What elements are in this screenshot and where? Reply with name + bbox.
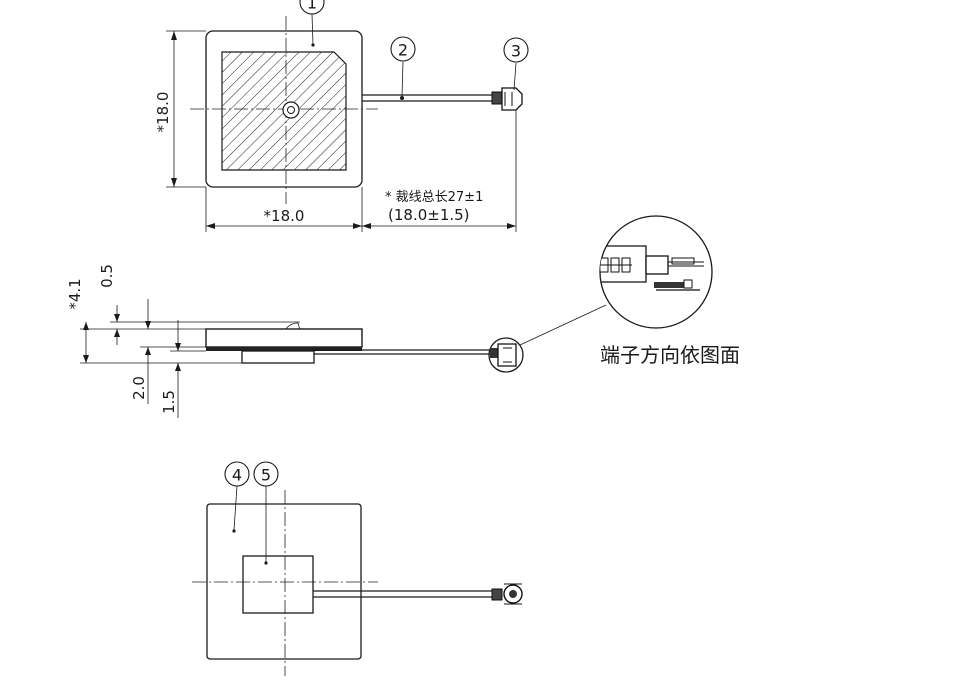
callout-2: 2: [390, 36, 416, 62]
foam-pad-side: [241, 350, 315, 364]
ipex-connector-side: [490, 343, 517, 367]
svg-text:2: 2: [398, 41, 408, 60]
foam-thickness-label: 1.5: [160, 390, 178, 414]
ceramic-thickness-label: 2.0: [130, 376, 148, 400]
substrate-bottom-outline: [206, 503, 362, 660]
width-dimension-label: *18.0: [264, 207, 305, 225]
pcb-layer: [206, 347, 362, 351]
svg-text:5: 5: [261, 466, 271, 485]
callout-5: 5: [253, 461, 279, 487]
svg-text:1: 1: [307, 0, 317, 13]
ceramic-body-side: [205, 328, 363, 348]
adhesive-pad: [242, 555, 314, 614]
callout-3: 3: [503, 37, 529, 63]
height-dimension-label: *18.0: [154, 92, 172, 133]
top-gap-label: 0.5: [98, 264, 116, 288]
callout-1: 1: [299, 0, 325, 15]
side-view: *4.1 0.5 2.0 1.5: [66, 215, 740, 418]
detail-callout-circle: [488, 337, 524, 373]
ipex-connector-bottom: [491, 583, 523, 605]
top-view: *18.0 *18.0 * 裁线总长27±1 (18.0±1.5): [154, 13, 523, 232]
bottom-view: [192, 485, 523, 676]
cable-length-tolerance: (18.0±1.5): [388, 206, 470, 224]
connector-detail: [600, 245, 704, 291]
svg-text:3: 3: [511, 42, 521, 61]
ipex-connector-top: [491, 87, 523, 111]
connector-orientation-note: 端子方向依图面: [600, 343, 740, 367]
total-thickness-label: *4.1: [66, 278, 84, 309]
callout-4: 4: [224, 461, 250, 487]
detail-leader: [519, 304, 607, 346]
svg-text:4: 4: [232, 466, 242, 485]
cable-length-note: * 裁线总长27±1: [385, 189, 483, 205]
